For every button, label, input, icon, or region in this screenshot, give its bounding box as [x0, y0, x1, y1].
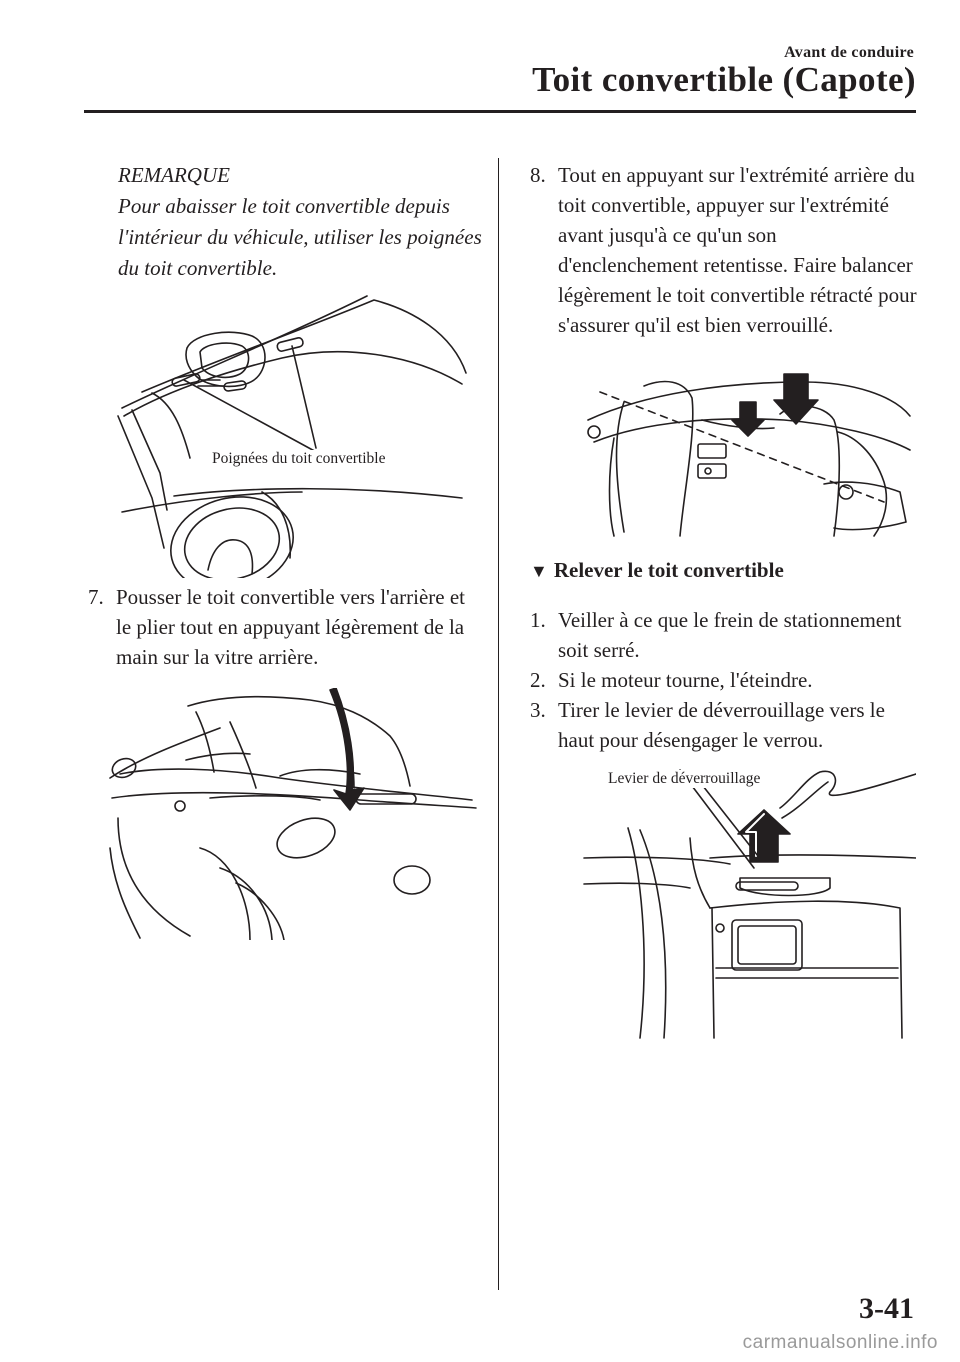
step-text: Tirer le levier de déverrouillage vers l… [558, 698, 885, 752]
step-number: 2. [530, 668, 546, 692]
step-text: Si le moteur tourne, l'éteindre. [558, 668, 813, 692]
note-text: Pour abaisser le toit convertible depuis… [118, 194, 482, 280]
release-lever-illustration [580, 768, 916, 1044]
step-8: 8. Tout en appuyant sur l'extrémité arri… [530, 160, 920, 340]
column-divider [498, 158, 499, 1290]
page-title: Toit convertible (Capote) [532, 60, 916, 99]
roof-locking-illustration [584, 372, 914, 538]
folding-roof-illustration [100, 688, 480, 940]
raise-step-3: 3. Tirer le levier de déverrouillage ver… [530, 695, 920, 755]
header-rule [84, 110, 916, 113]
step-number: 1. [530, 608, 546, 632]
page-number: 3-41 [859, 1292, 914, 1325]
roof-handles-illustration [112, 288, 468, 578]
note-box: REMARQUE Pour abaisser le toit convertib… [118, 160, 488, 284]
raise-step-1: 1. Veiller à ce que le frein de stationn… [530, 605, 920, 665]
step-number: 7. [88, 585, 104, 609]
step-7: 7. Pousser le toit convertible vers l'ar… [88, 582, 480, 672]
triangle-marker-icon: ▼ [530, 561, 548, 581]
section-name: Avant de conduire [784, 44, 914, 61]
release-lever-label: Levier de déverrouillage [606, 770, 763, 788]
watermark: carmanualsonline.info [742, 1332, 938, 1353]
step-number: 8. [530, 163, 546, 187]
step-text: Pousser le toit convertible vers l'arriè… [116, 585, 465, 669]
raise-step-2: 2. Si le moteur tourne, l'éteindre. [530, 665, 920, 695]
note-label: REMARQUE [118, 163, 230, 187]
step-number: 3. [530, 698, 546, 722]
roof-handles-label: Poignées du toit convertible [210, 450, 388, 468]
subsection-heading: ▼Relever le toit convertible [530, 558, 784, 583]
step-text: Tout en appuyant sur l'extrémité arrière… [558, 163, 917, 337]
subsection-title: Relever le toit convertible [553, 558, 784, 582]
step-text: Veiller à ce que le frein de stationneme… [558, 608, 902, 662]
